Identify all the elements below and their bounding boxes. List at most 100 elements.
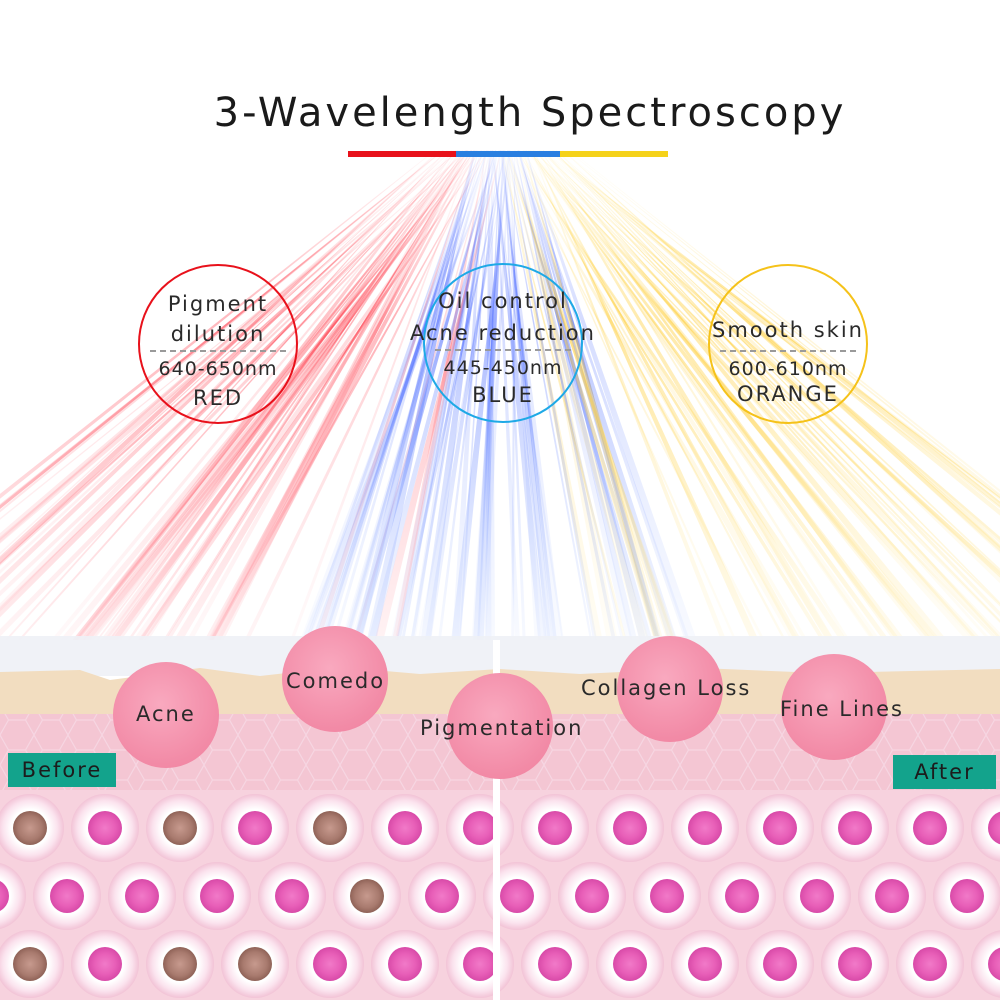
- blue-benefit-line-1: Oil control: [438, 289, 568, 313]
- cell-nucleus: [388, 811, 422, 845]
- fine-lines-bubble: [781, 654, 887, 760]
- cell-nucleus: [125, 879, 159, 913]
- pigmented-cell-nucleus: [13, 811, 47, 845]
- cell-nucleus: [613, 947, 647, 981]
- pigmented-cell-nucleus: [350, 879, 384, 913]
- cell-nucleus: [313, 947, 347, 981]
- cell-nucleus: [425, 879, 459, 913]
- cell-nucleus: [988, 811, 1000, 845]
- light-ray: [186, 150, 464, 640]
- light-ray: [111, 150, 469, 640]
- cell-nucleus: [613, 811, 647, 845]
- cell-nucleus: [763, 947, 797, 981]
- cell-nucleus: [988, 947, 1000, 981]
- red-wavelength-range: 640-650nm: [158, 358, 278, 380]
- cell-nucleus: [538, 811, 572, 845]
- pigmented-cell-nucleus: [163, 947, 197, 981]
- light-ray: [523, 150, 697, 640]
- light-ray: [311, 150, 488, 640]
- cell-nucleus: [838, 811, 872, 845]
- red-wavelength-circle: Pigment dilution 640-650nm RED: [138, 264, 298, 424]
- after-tag: After: [893, 755, 996, 789]
- comedo-label: Comedo: [286, 669, 386, 693]
- red-benefit-line-1: Pigment: [167, 292, 269, 316]
- cell-nucleus: [875, 879, 909, 913]
- red-separator: [150, 350, 286, 352]
- cell-nucleus: [688, 947, 722, 981]
- acne-bubble: [113, 662, 219, 768]
- cell-nucleus: [200, 879, 234, 913]
- light-ray: [244, 150, 485, 640]
- page-title: 3-Wavelength Spectroscopy: [213, 90, 847, 136]
- light-ray: [518, 150, 826, 640]
- light-ray: [0, 150, 456, 574]
- collagen-loss-label: Collagen Loss: [581, 676, 752, 700]
- light-ray: [506, 150, 661, 640]
- pigmented-cell-nucleus: [313, 811, 347, 845]
- cell-nucleus: [725, 879, 759, 913]
- red-color-name: RED: [192, 386, 244, 410]
- cell-nucleus: [650, 879, 684, 913]
- before-tag: Before: [8, 753, 116, 787]
- fine-lines-label: Fine Lines: [780, 697, 904, 721]
- skin-cell: [971, 794, 1000, 862]
- light-ray: [531, 150, 727, 640]
- cell-nucleus: [763, 811, 797, 845]
- blue-wavelength-range: 445-450nm: [443, 357, 563, 379]
- cell-nucleus: [0, 881, 9, 911]
- cell-nucleus: [913, 811, 947, 845]
- pigmented-cell-nucleus: [13, 947, 47, 981]
- cell-nucleus: [575, 879, 609, 913]
- light-ray: [290, 150, 474, 640]
- pigmentation-bubble: [447, 673, 553, 779]
- cell-nucleus: [538, 947, 572, 981]
- cell-nucleus: [800, 879, 834, 913]
- blue-color-name: BLUE: [472, 383, 534, 407]
- light-ray: [511, 150, 799, 640]
- cell-nucleus: [275, 879, 309, 913]
- cell-nucleus: [88, 947, 122, 981]
- light-ray: [527, 150, 890, 640]
- cell-nucleus: [463, 947, 497, 981]
- comedo-bubble: [282, 626, 388, 732]
- light-ray: [515, 150, 848, 640]
- cell-nucleus: [950, 879, 984, 913]
- light-ray: [137, 150, 487, 640]
- cell-nucleus: [838, 947, 872, 981]
- title-bar-yellow: [560, 151, 668, 157]
- cell-nucleus: [238, 811, 272, 845]
- pigmentation-label: Pigmentation: [420, 716, 584, 740]
- cell-nucleus: [50, 879, 84, 913]
- light-ray: [332, 150, 477, 640]
- light-ray: [173, 150, 472, 640]
- orange-wavelength-circle: Smooth skin 600-610nm ORANGE: [708, 264, 868, 424]
- cell-nucleus: [688, 811, 722, 845]
- red-benefit-line-2: dilution: [170, 322, 266, 346]
- acne-label: Acne: [136, 702, 196, 726]
- light-ray: [507, 150, 675, 640]
- blue-wavelength-circle: Oil control Acne reduction 445-450nm BLU…: [410, 263, 594, 423]
- title-bar-red: [348, 151, 456, 157]
- orange-wavelength-range: 600-610nm: [728, 358, 848, 380]
- pigmented-cell-nucleus: [238, 947, 272, 981]
- title-bar-blue: [456, 151, 560, 157]
- skin-cell: [971, 930, 1000, 998]
- cell-nucleus: [913, 947, 947, 981]
- light-ray: [208, 150, 468, 640]
- blue-separator: [435, 349, 571, 351]
- cell-nucleus: [88, 811, 122, 845]
- orange-benefit-line-1: Smooth skin: [712, 318, 864, 342]
- light-ray: [305, 150, 478, 640]
- pigmented-cell-nucleus: [163, 811, 197, 845]
- skin-cell: [0, 862, 26, 930]
- cell-nucleus: [463, 811, 497, 845]
- cell-nucleus: [500, 879, 534, 913]
- blue-benefit-line-2: Acne reduction: [410, 321, 596, 345]
- light-ray: [532, 150, 759, 640]
- cell-nucleus: [388, 947, 422, 981]
- orange-separator: [720, 350, 856, 352]
- collagen-loss-bubble: [617, 636, 723, 742]
- orange-color-name: ORANGE: [737, 382, 839, 406]
